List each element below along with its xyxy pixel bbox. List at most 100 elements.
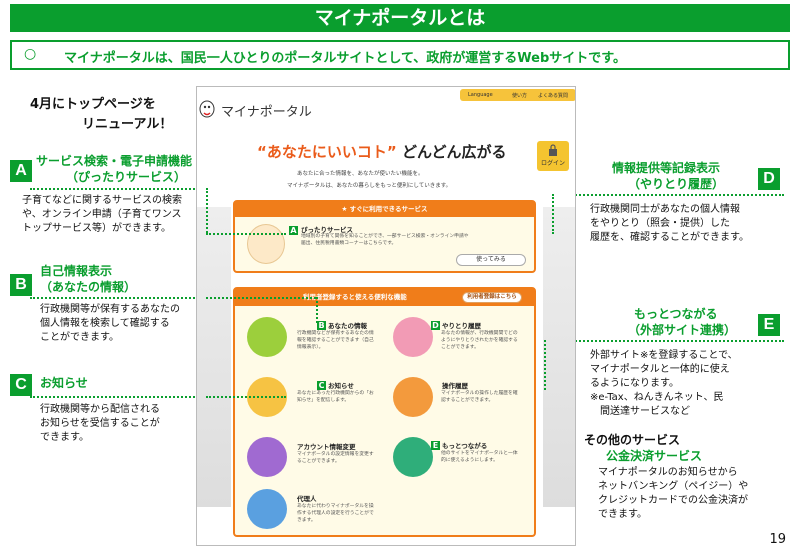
label-d: D [758, 168, 780, 190]
connector-c-h [206, 396, 286, 398]
marker-b: B [317, 321, 326, 330]
desc-line: 行政機関等から配信される [40, 404, 160, 415]
label-c: C [10, 374, 32, 396]
feature-account-desc: マイナポータルの設定情報を変更することができます。 [297, 452, 374, 464]
connector-b-v [316, 297, 318, 323]
section-a-desc: 子育てなどに関するサービスの検索 や、オンライン申請（子育てワンス トップサービ… [22, 194, 182, 236]
section-a-head2: （ぴったりサービス） [66, 170, 187, 184]
connector-b [30, 297, 206, 299]
pittari-title[interactable]: ぴったりサービス [301, 226, 353, 234]
desc-line: 子育てなどに関するサービスの検索 [22, 195, 182, 206]
desc-line: 行政機関等が保有するあなたの [40, 304, 180, 315]
section-d-desc: 行政機関同士があなたの個人情報 をやりとり（照会・提供）した 履歴を、確認するこ… [590, 203, 749, 245]
desc-line: ※e-Tax、ねんきんネット、民 [590, 392, 724, 403]
operation-history-icon[interactable] [393, 377, 433, 417]
connector-b-h [206, 297, 316, 299]
connect-icon[interactable] [393, 437, 433, 477]
history-icon[interactable] [393, 317, 433, 357]
desc-line: ことができます。 [40, 332, 119, 343]
registered-features-panel: 利用者登録すると使える便利な機能 利用者登録はこちら B あなたの情報 行政機関… [233, 287, 536, 537]
desc-line: や、オンライン申請（子育てワンス [22, 209, 182, 220]
connector-e-v [544, 340, 546, 390]
section-e-head1: もっとつながる [634, 307, 718, 321]
feature-history-title[interactable]: やりとり履歴 [442, 322, 481, 330]
label-e: E [758, 314, 780, 336]
help-link[interactable]: 使い方 [512, 93, 528, 99]
section-c-desc: 行政機関等から配信される お知らせを受信することが できます。 [40, 403, 160, 445]
desc-line: るようになります。 [590, 378, 679, 389]
quick-services-panel: ★ すぐに利用できるサービス A ぴったりサービス 地域別の子育て関係を知ること… [233, 200, 536, 273]
pittari-desc: 地域別の子育て関係を知ることができ、一部サービス検索・オンライン申請や届出、住民… [301, 234, 469, 246]
renewal-note: 4月にトップページを リニューアル！ [30, 95, 172, 135]
feature-connect-desc: 他のサイトをマイナポータルと一体的に使えるようにします。 [441, 451, 518, 463]
feature-my-info-title[interactable]: あなたの情報 [328, 322, 367, 330]
headline-quote: “あなたにいいコト” [257, 143, 397, 161]
label-b: B [10, 274, 32, 296]
try-button[interactable]: 使ってみる [456, 254, 526, 266]
marker-d: D [431, 321, 440, 330]
feature-proxy-title[interactable]: 代理人 [297, 495, 317, 503]
marker-a: A [289, 226, 298, 235]
desc-line: 間送達サービスなど [590, 406, 690, 417]
city-illustration-right [543, 207, 575, 507]
desc-line: 外部サイト※を登録することで、 [590, 350, 738, 361]
connector-d-v [552, 194, 554, 234]
desc-line: クレジットカードでの公金決済が [598, 495, 748, 506]
portal-screenshot: Language 使い方 よくある質問 マイナポータル “あなたにいいコト” ど… [196, 86, 576, 546]
section-b-head2: （あなたの情報） [40, 280, 137, 294]
quick-services-header: ★ すぐに利用できるサービス [235, 202, 534, 217]
desc-line: マイナポータルと一体的に使え [590, 364, 730, 375]
section-c-head1: お知らせ [40, 376, 88, 390]
connector-c [30, 396, 206, 398]
feature-notice-title[interactable]: お知らせ [328, 382, 354, 390]
desc-line: できます。 [40, 432, 89, 443]
my-info-icon[interactable] [247, 317, 287, 357]
mynaportal-logo-icon [199, 100, 215, 118]
account-settings-icon[interactable] [247, 437, 287, 477]
other-services-sub: 公金決済サービス [606, 449, 703, 463]
login-label: ログイン [540, 160, 565, 167]
portal-logo-text[interactable]: マイナポータル [221, 105, 312, 120]
connector-d [552, 194, 784, 196]
section-d-head2: （やりとり履歴） [628, 177, 725, 191]
connector-a-v [206, 188, 208, 233]
feature-connect-title[interactable]: もっとつながる [442, 442, 488, 450]
desc-line: お知らせを受信することが [40, 418, 160, 429]
feature-my-info-desc: 行政機関などが保有するあなたの情報を確認することができます（自己情報表示）。 [297, 331, 374, 350]
faq-link[interactable]: よくある質問 [538, 93, 569, 99]
feature-operation-desc: マイナポータルの操作した履歴を確認することができます。 [441, 391, 518, 403]
section-b-desc: 行政機関等が保有するあなたの 個人情報を検索して確認する ことができます。 [40, 303, 180, 345]
marker-c: C [317, 381, 326, 390]
register-button[interactable]: 利用者登録はこちら [462, 292, 522, 303]
marker-e: E [431, 441, 440, 450]
desc-line: 履歴を、確認することができます。 [590, 232, 749, 243]
registered-features-header: 利用者登録すると使える便利な機能 利用者登録はこちら [235, 289, 534, 306]
subtitle-box: ○ マイナポータルは、国民一人ひとりのポータルサイトとして、政府が運営するWeb… [10, 40, 790, 70]
bullet: ○ [24, 46, 37, 62]
registered-features-title: 利用者登録すると使える便利な機能 [303, 293, 407, 301]
feature-account-title[interactable]: アカウント情報変更 [297, 443, 356, 451]
language-link[interactable]: Language [468, 92, 493, 98]
headline: “あなたにいいコト” どんどん広がる [257, 141, 507, 162]
desc-line: ネットバンキング（ペイジー）や [598, 481, 749, 492]
top-utility-bar: Language 使い方 よくある質問 [460, 89, 575, 101]
headline-rest: どんどん広がる [396, 143, 507, 161]
pittari-avatar [247, 224, 285, 264]
page-title: マイナポータルとは [10, 4, 790, 32]
feature-history-desc: あなたの情報が、行政機関間でどのようにやりとりされたかを確認することができます。 [441, 331, 518, 350]
proxy-icon[interactable] [247, 489, 287, 529]
desc-line: 個人情報を検索して確認する [40, 318, 170, 329]
section-e-head2: （外部サイト連携） [628, 323, 737, 337]
city-illustration-left [197, 207, 231, 507]
feature-proxy-desc: あなたに代わりマイナポータルを操作する代理人の設定を行うことができます。 [297, 504, 374, 523]
label-a: A [10, 160, 32, 182]
subtitle-text: マイナポータルは、国民一人ひとりのポータルサイトとして、政府が運営するWebサイ… [64, 51, 627, 66]
desc-line: マイナポータルのお知らせから [598, 467, 738, 478]
section-e-desc: 外部サイト※を登録することで、 マイナポータルと一体的に使え るようになります。… [590, 349, 738, 419]
other-services-head: その他のサービス [584, 433, 681, 447]
desc-line: をやりとり（照会・提供）した [590, 218, 730, 229]
other-services-desc: マイナポータルのお知らせから ネットバンキング（ペイジー）や クレジットカードで… [598, 466, 748, 522]
login-button[interactable]: ログイン [537, 141, 569, 171]
feature-operation-title[interactable]: 操作履歴 [442, 382, 468, 390]
section-b-head1: 自己情報表示 [40, 264, 113, 278]
